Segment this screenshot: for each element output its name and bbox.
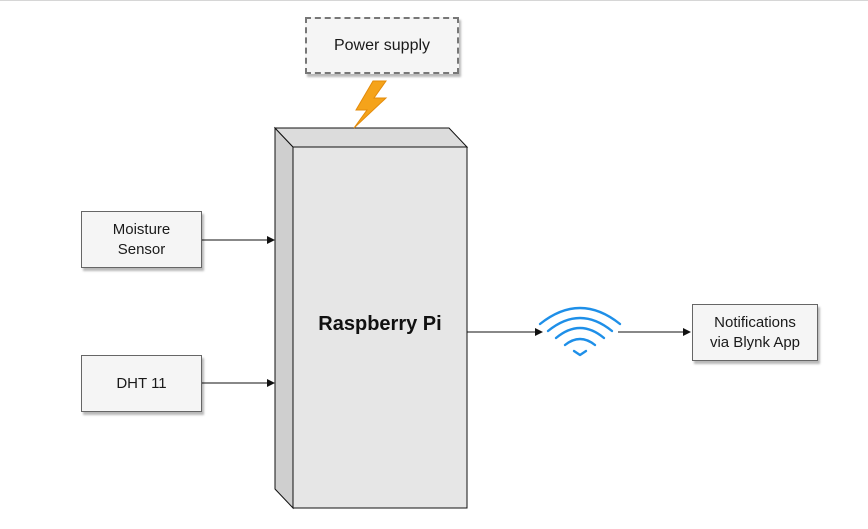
moisture-sensor-box: Moisture Sensor bbox=[81, 211, 202, 268]
power-supply-box: Power supply bbox=[305, 17, 459, 74]
raspberry-pi-top-face bbox=[273, 127, 469, 148]
raspberry-pi-front-face bbox=[292, 146, 468, 509]
wifi-icon bbox=[538, 306, 622, 357]
raspberry-pi-block bbox=[273, 126, 469, 510]
raspberry-pi-label: Raspberry Pi bbox=[318, 313, 442, 335]
notifications-box: Notifications via Blynk App bbox=[692, 304, 818, 361]
top-border bbox=[0, 0, 868, 1]
lightning-bolt-icon bbox=[353, 80, 388, 129]
raspberry-pi-side-face bbox=[274, 126, 294, 510]
dht11-box: DHT 11 bbox=[81, 355, 202, 412]
